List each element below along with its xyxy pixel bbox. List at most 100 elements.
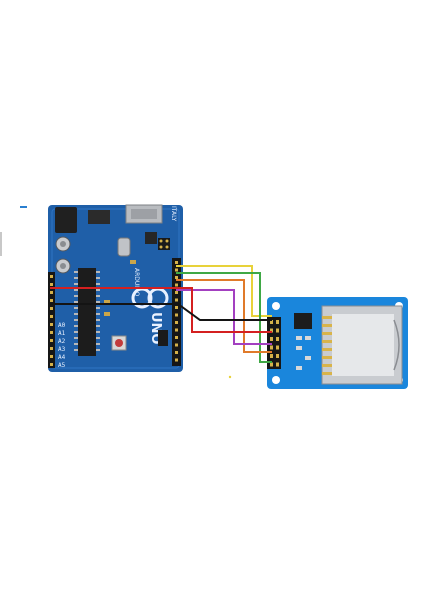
header-pin	[270, 345, 273, 350]
analog-label-a3: A3	[58, 346, 66, 353]
header-pin	[175, 306, 178, 309]
header-pin	[276, 345, 279, 350]
icsp-header	[158, 238, 170, 250]
chip-pin	[74, 301, 78, 303]
analog-label-a2: A2	[58, 338, 66, 345]
header-pin	[50, 363, 53, 366]
header-pin	[175, 328, 178, 332]
analog-label-a5: A5	[58, 362, 66, 369]
wire-orange	[176, 279, 272, 353]
header-pin	[270, 320, 273, 324]
header-pin	[175, 291, 178, 294]
smd-component	[296, 366, 302, 370]
chip-pin	[96, 307, 100, 309]
digital-header	[172, 258, 181, 366]
reset-button	[115, 339, 123, 347]
chip-pin	[96, 343, 100, 345]
header-pin	[50, 339, 53, 342]
power-jack	[55, 207, 77, 233]
edge-mark	[0, 232, 2, 256]
analog-label-a0: A0	[58, 322, 66, 329]
chip-pin	[74, 349, 78, 351]
chip-pin	[74, 313, 78, 315]
sd-card-slot-inner	[332, 314, 394, 376]
chip-pin	[74, 331, 78, 333]
header-pin	[276, 337, 279, 341]
smd-component	[104, 300, 110, 304]
chip-pin	[96, 313, 100, 315]
chip-pin	[96, 271, 100, 273]
header-pin	[175, 358, 178, 362]
chip-pin	[74, 325, 78, 327]
header-pin	[50, 307, 53, 310]
smd-component	[296, 336, 302, 340]
header-pin	[175, 283, 178, 287]
chip-pin	[96, 349, 100, 351]
chip-pin	[74, 271, 78, 273]
chip-pin	[96, 277, 100, 279]
left-header-pins	[50, 275, 53, 366]
atmega-pins	[74, 271, 100, 351]
slot-contacts	[322, 316, 332, 375]
stray-dot	[228, 375, 232, 379]
header-pin	[50, 291, 53, 294]
chip-pin	[74, 343, 78, 345]
smd-component	[305, 356, 311, 360]
header-pin	[50, 315, 53, 318]
voltage-regulator	[88, 210, 110, 224]
header-pin	[270, 328, 273, 333]
header-pin	[50, 347, 53, 350]
header-pin	[175, 343, 178, 347]
slot-contact	[322, 316, 332, 319]
chip-pin	[74, 283, 78, 285]
chip-pin	[74, 307, 78, 309]
header-pin	[270, 337, 273, 341]
header-pin	[270, 362, 273, 367]
chip-pin	[74, 289, 78, 291]
analog-label-a1: A1	[58, 330, 66, 337]
mounting-hole	[272, 376, 280, 384]
chip-pin	[74, 319, 78, 321]
header-pin	[175, 298, 178, 302]
module-header-pins	[270, 320, 279, 367]
header-pin	[175, 351, 178, 354]
connection-wires	[50, 265, 272, 363]
smd-component	[104, 312, 110, 316]
header-pin	[50, 299, 53, 302]
chip-pin	[96, 337, 100, 339]
header-pin	[175, 313, 178, 317]
header-pin	[50, 283, 53, 286]
slot-contact	[322, 340, 332, 343]
level-shifter-chip	[294, 313, 312, 329]
left-header	[48, 272, 55, 368]
header-pin	[50, 323, 53, 326]
chip-pin	[74, 337, 78, 339]
header-pin	[276, 362, 279, 367]
usb-chip	[145, 232, 157, 244]
header-pin	[270, 354, 273, 358]
digital-header-pins	[175, 261, 178, 362]
icsp-header-bottom	[158, 330, 168, 346]
edge-mark	[20, 206, 27, 208]
atmega-chip	[78, 268, 96, 356]
wire-green	[176, 272, 272, 363]
slot-contact	[322, 356, 332, 359]
smd-component	[305, 336, 311, 340]
header-pin	[175, 336, 178, 339]
smd-component	[296, 346, 302, 350]
board-brand-label: ARDUINO	[133, 268, 140, 297]
chip-pin	[96, 331, 100, 333]
header-pin	[276, 328, 279, 333]
chip-pin	[96, 319, 100, 321]
chip-pin	[96, 289, 100, 291]
header-pin	[276, 320, 279, 324]
chip-pin	[96, 283, 100, 285]
wire-black	[50, 303, 272, 321]
slot-contact	[322, 364, 332, 367]
header-pin	[175, 321, 178, 324]
slot-contact	[322, 372, 332, 375]
header-pin	[175, 276, 178, 279]
sd-card-slot-notch	[393, 319, 400, 371]
chip-pin	[74, 277, 78, 279]
analog-pin-labels: A0 A1 A2 A3 A4 A5	[58, 322, 66, 369]
